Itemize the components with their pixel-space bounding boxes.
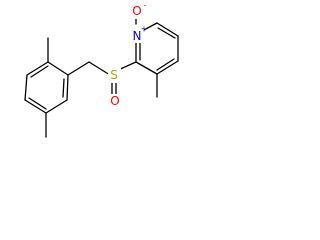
bond [24,74,28,101]
bond [47,61,69,76]
atom-o1: O - [130,1,147,19]
bond [135,61,158,75]
bond [66,74,69,101]
bond [156,60,179,75]
sulfoxide-oxygen-label: O [110,94,119,108]
bond [28,97,47,110]
bond [156,22,179,37]
bond [45,99,68,114]
bond [26,61,49,76]
bond [156,58,175,71]
bonds [24,15,179,138]
bond [24,99,47,114]
bond [88,61,111,76]
bond [67,61,90,76]
atom-s1: S [108,68,121,83]
nitrogen-charge: + [141,25,148,34]
oxygen-charge: - [144,1,147,10]
bond [141,22,158,32]
nitrogen-atom-label: N [133,29,142,43]
bond [62,78,65,98]
sulfur-atom-label: S [110,68,118,82]
molecule-structure: N + O - S O [24,1,179,138]
atom-o2: O [108,94,122,109]
bond [30,65,49,78]
bond [157,27,176,39]
atom-n1: N + [130,25,148,43]
n-oxide-oxygen-label: O [132,4,141,18]
